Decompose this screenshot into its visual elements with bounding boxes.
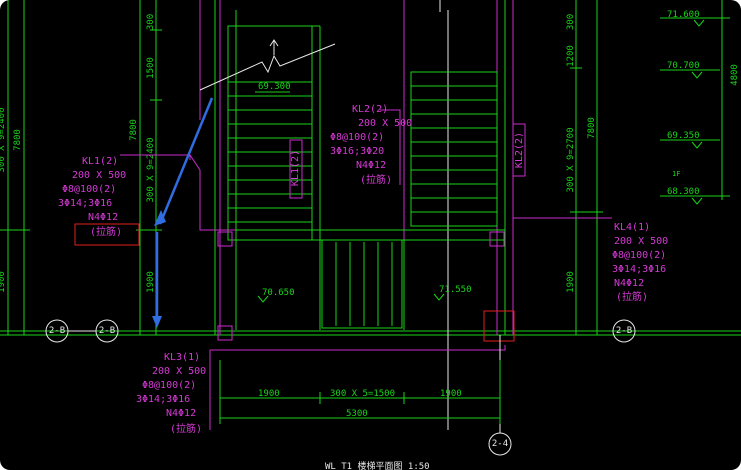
kl3-annotation: KL3(1) 200 X 500 Φ8@100(2) 3Φ14;3Φ16 N4Φ… [136, 352, 206, 435]
kl2-annotation: KL2(2) 200 X 500 Φ8@100(2) 3Φ16;3Φ20 N4Φ… [330, 104, 412, 186]
kl4-waist: N4Φ12 [614, 278, 644, 289]
dim-left-total-2: 7800 [129, 119, 139, 141]
dim-bottom-b: 300 X 5=1500 [330, 389, 395, 399]
dim-mid-upper: 1200 [566, 45, 576, 67]
kl2-note: (拉筋) [360, 173, 392, 186]
elevation-4: 68.300 [667, 187, 700, 197]
axis-bubbles: 2-B 2-B 2-4 2-B [45, 319, 636, 456]
bottom-dimensions: 1900 300 X 5=1500 1900 5300 [219, 360, 501, 424]
kl4-stirrup: Φ8@100(2) [612, 250, 666, 261]
break-line [199, 39, 336, 91]
axis-bubble-4 [612, 319, 636, 343]
elevation-3: 69.350 [667, 131, 700, 141]
left-flight [227, 25, 321, 241]
kl2-side-label: KL2(2) [514, 132, 525, 168]
axis-bubble-1 [45, 319, 69, 343]
vertical-beam-labels: KL1(2) KL2(2) [289, 123, 526, 199]
elevation-2: 70.700 [667, 61, 700, 71]
kl2-stirrup: Φ8@100(2) [330, 132, 384, 143]
elevation-level-mark: 1F [672, 170, 680, 178]
left-dimension-lines [0, 0, 741, 336]
elevation-marks: 71.600 70.700 69.350 1F 68.300 [667, 10, 705, 205]
dim-bottom-total: 5300 [346, 409, 368, 419]
kl1-title: KL1(2) [82, 156, 118, 167]
kl4-note: (拉筋) [616, 290, 648, 303]
stair-structure [199, 0, 514, 430]
dim-left-total: 7800 [13, 129, 23, 151]
kl2-title: KL2(2) [352, 104, 388, 115]
axis-label-2: 2-B [99, 326, 115, 336]
dim-mid-main: 300 X 9=2700 [566, 127, 576, 192]
axis-label-4: 2-B [616, 326, 632, 336]
kl1-note: (拉筋) [90, 225, 122, 238]
dim-bottom-c: 1900 [440, 389, 462, 399]
dim-left-sub: 300 X 9=2400 [0, 107, 7, 172]
dim-right-total: 7800 [587, 117, 597, 139]
dim-left-upper: 1500 [146, 57, 156, 79]
lower-flight [236, 229, 505, 329]
kl2-rebar: 3Φ16;3Φ20 [330, 146, 384, 157]
kl2-waist: N4Φ12 [356, 160, 386, 171]
landing-1: 69.300 [258, 82, 291, 92]
axis-bubble-2 [95, 319, 119, 343]
kl3-stirrup: Φ8@100(2) [142, 380, 196, 391]
dim-left-top: 300 [146, 14, 156, 30]
dim-far-right: 4800 [730, 64, 740, 86]
kl1-waist: N4Φ12 [88, 212, 118, 223]
landing-2: 70.650 [262, 288, 295, 298]
dim-left-lower-2: 1900 [146, 271, 156, 293]
dim-left-sub-2: 300 X 9=2400 [146, 137, 156, 202]
elevation-1: 71.600 [667, 10, 700, 20]
kl1-rebar: 3Φ14;3Φ16 [58, 198, 112, 209]
right-flight [410, 71, 498, 227]
landing-elevations: 69.300 70.650 71.550 [255, 82, 472, 303]
dim-mark-right: 300 [566, 14, 576, 30]
kl4-rebar: 3Φ14;3Φ16 [612, 264, 666, 275]
annotation-arrows [152, 97, 214, 328]
kl3-rebar: 3Φ14;3Φ16 [136, 394, 190, 405]
right-dimension-lines [570, 0, 730, 335]
kl3-size: 200 X 500 [152, 366, 206, 377]
beam-leaders [120, 109, 612, 430]
landing-3: 71.550 [439, 285, 472, 295]
dim-left-lower: 1900 [0, 271, 7, 293]
kl4-annotation: KL4(1) 200 X 500 Φ8@100(2) 3Φ14;3Φ16 N4Φ… [612, 222, 668, 303]
kl3-note: (拉筋) [170, 422, 202, 435]
kl1-size: 200 X 500 [72, 170, 126, 181]
left-dimension-texts: 300 X 9=2400 7800 1900 7800 300 1500 300… [0, 14, 156, 293]
kl1-stirrup: Φ8@100(2) [62, 184, 116, 195]
kl4-title: KL4(1) [614, 222, 650, 233]
highlight-box [74, 223, 140, 246]
axis-label-1: 2-B [49, 326, 65, 336]
dim-right-lower: 1900 [566, 271, 576, 293]
dim-bottom-a: 1900 [258, 389, 280, 399]
kl1-annotation: KL1(2) 200 X 500 Φ8@100(2) 3Φ14;3Φ16 N4Φ… [58, 156, 126, 238]
kl3-title: KL3(1) [164, 352, 200, 363]
right-dimension-texts: 300 1200 300 X 9=2700 1900 7800 4800 [566, 14, 740, 293]
kl2-size: 200 X 500 [358, 118, 412, 129]
axis-label-3: 2-4 [492, 439, 508, 449]
kl3-waist: N4Φ12 [166, 408, 196, 419]
drawing-title: WL T1 楼梯平面图 1:50 [325, 460, 430, 470]
kl1-side-label: KL1(2) [290, 150, 301, 186]
kl4-size: 200 X 500 [614, 236, 668, 247]
